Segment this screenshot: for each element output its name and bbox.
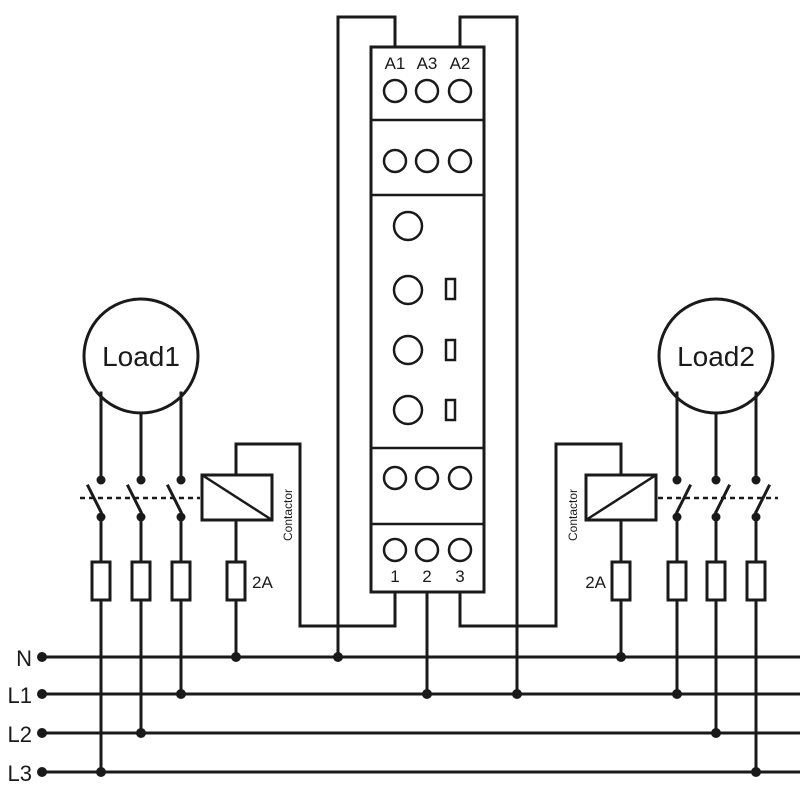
bus-label-l3: L3 bbox=[8, 761, 32, 786]
relay-terminal-1-wire bbox=[234, 442, 397, 628]
relay-terminal bbox=[447, 148, 473, 174]
load2-fuse bbox=[745, 560, 767, 602]
junction-dot bbox=[512, 689, 522, 699]
relay-terminal-label-a3: A3 bbox=[417, 54, 438, 73]
load1-contact-dot bbox=[176, 475, 186, 485]
relay-terminal bbox=[382, 537, 408, 563]
load1-fuse bbox=[130, 560, 152, 602]
relay-knob bbox=[392, 394, 424, 426]
relay-terminal bbox=[447, 465, 473, 491]
left-control-fuse-rating: 2A bbox=[252, 573, 273, 592]
left-contactor-coil-diagonal bbox=[201, 473, 273, 522]
bus-label-l1: L1 bbox=[8, 683, 32, 708]
relay-module: A1 A3 A2 1 2 3 bbox=[234, 15, 623, 696]
relay-knob bbox=[392, 334, 424, 366]
junction-dot bbox=[422, 689, 432, 699]
junction-dot bbox=[711, 728, 721, 738]
relay-terminal bbox=[414, 148, 440, 174]
load2-circuit: Load2 Contactor 2A bbox=[566, 297, 778, 777]
load2-label: Load2 bbox=[677, 341, 755, 372]
junction-dot bbox=[751, 767, 761, 777]
load2-contact-dot bbox=[672, 475, 682, 485]
relay-led bbox=[444, 338, 457, 362]
junction-dot bbox=[333, 652, 343, 662]
relay-knob bbox=[392, 274, 424, 306]
relay-terminal-label-2: 2 bbox=[422, 567, 431, 586]
right-control-fuse-rating: 2A bbox=[585, 573, 606, 592]
relay-a2-wire bbox=[458, 15, 519, 696]
relay-terminal bbox=[382, 465, 408, 491]
bus-label-l2: L2 bbox=[8, 722, 32, 747]
relay-terminal-label-1: 1 bbox=[390, 567, 399, 586]
relay-terminal-label-3: 3 bbox=[455, 567, 464, 586]
bus-label-n: N bbox=[16, 646, 32, 671]
relay-terminal bbox=[414, 537, 440, 563]
bus-terminal-l3 bbox=[37, 767, 47, 777]
load2-fuse bbox=[666, 560, 688, 602]
load2-fuse bbox=[705, 560, 727, 602]
relay-led bbox=[444, 277, 457, 301]
load1-contact-dot bbox=[96, 475, 106, 485]
bus-terminal-l1 bbox=[37, 689, 47, 699]
relay-housing bbox=[369, 45, 486, 594]
load1-circuit: Load1 Contactor 2A bbox=[80, 297, 295, 777]
junction-dot bbox=[176, 689, 186, 699]
bus-terminal-n bbox=[37, 652, 47, 662]
bus-lines: N L1 L2 L3 bbox=[8, 646, 800, 786]
relay-terminal-3-wire bbox=[458, 442, 623, 628]
load1-contact-dot bbox=[136, 475, 146, 485]
relay-terminal bbox=[414, 78, 440, 104]
right-contactor-coil-diagonal bbox=[585, 473, 657, 522]
relay-terminal bbox=[382, 148, 408, 174]
relay-led bbox=[444, 398, 457, 422]
right-control-fuse bbox=[610, 560, 632, 602]
load1-fuse bbox=[90, 560, 112, 602]
left-contactor-label: Contactor bbox=[281, 489, 295, 541]
load2-contact-dot bbox=[751, 475, 761, 485]
load1-fuse bbox=[170, 560, 192, 602]
load1-label: Load1 bbox=[102, 341, 180, 372]
junction-dot bbox=[136, 728, 146, 738]
relay-terminal bbox=[447, 78, 473, 104]
relay-terminal bbox=[414, 465, 440, 491]
junction-dot bbox=[616, 652, 626, 662]
left-control-fuse bbox=[225, 560, 247, 602]
load1-switch bbox=[85, 483, 104, 515]
bus-terminal-l2 bbox=[37, 728, 47, 738]
relay-knob bbox=[392, 210, 424, 242]
junction-dot bbox=[231, 652, 241, 662]
load2-contact-dot bbox=[711, 475, 721, 485]
relay-terminal bbox=[447, 537, 473, 563]
junction-dot bbox=[96, 767, 106, 777]
junction-dot bbox=[672, 689, 682, 699]
load2-switch bbox=[753, 483, 772, 515]
right-contactor-label: Contactor bbox=[566, 489, 580, 541]
load2-switch bbox=[674, 483, 693, 515]
relay-terminal-label-a1: A1 bbox=[385, 54, 406, 73]
relay-terminal-label-a2: A2 bbox=[450, 54, 471, 73]
relay-a1-wire bbox=[336, 15, 397, 659]
relay-terminal bbox=[382, 78, 408, 104]
